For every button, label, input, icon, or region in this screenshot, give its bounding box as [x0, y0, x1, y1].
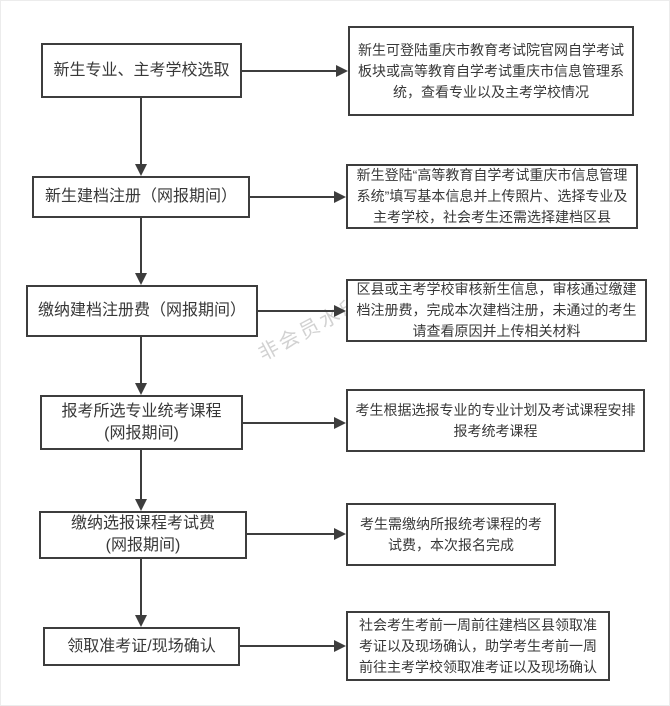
- connector-line-right-1: [242, 70, 337, 72]
- arrow-right-icon-6: [334, 640, 346, 652]
- desc-2-text: 新生登陆“高等教育自学考试重庆市信息管理系统”填写基本信息并上传照片、选择专业及…: [356, 167, 628, 225]
- desc-box-1: 新生可登陆重庆市教育考试院官网自学考试板块或高等教育自学考试重庆市信息管理系统，…: [348, 26, 634, 116]
- step-box-3: 缴纳建档注册费（网报期间）: [26, 285, 258, 337]
- connector-line-right-3: [258, 310, 335, 312]
- arrow-down-icon-1: [135, 164, 147, 176]
- arrow-down-icon-4: [135, 499, 147, 511]
- arrow-down-icon-2: [135, 273, 147, 285]
- desc-box-6: 社会考生考前一周前往建档区县领取准考证以及现场确认，助学考生考前一周前往主考学校…: [346, 611, 610, 681]
- desc-1-text: 新生可登陆重庆市教育考试院官网自学考试板块或高等教育自学考试重庆市信息管理系统，…: [358, 41, 624, 100]
- connector-line-down-5: [140, 559, 142, 615]
- step-4-label: 报考所选专业统考课程 (网报期间): [61, 402, 222, 442]
- desc-5-text: 考生需缴纳所报统考课程的考试费，本次报名完成: [360, 515, 542, 553]
- arrow-right-icon-4: [334, 417, 346, 429]
- connector-line-down-4: [140, 450, 142, 499]
- step-box-5: 缴纳选报课程考试费 (网报期间): [39, 511, 247, 559]
- arrow-right-icon-5: [334, 528, 346, 540]
- step-box-1: 新生专业、主考学校选取: [41, 43, 242, 98]
- connector-line-right-5: [247, 533, 335, 535]
- arrow-right-icon-1: [336, 65, 348, 77]
- connector-line-right-6: [240, 645, 335, 647]
- arrow-down-icon-5: [135, 615, 147, 627]
- desc-4-text: 考生根据选报专业的专业计划及考试课程安排报考统考课程: [355, 401, 636, 439]
- step-2-label: 新生建档注册（网报期间）: [44, 188, 237, 205]
- step-box-4: 报考所选专业统考课程 (网报期间): [40, 395, 243, 450]
- desc-box-2: 新生登陆“高等教育自学考试重庆市信息管理系统”填写基本信息并上传照片、选择专业及…: [346, 164, 638, 229]
- step-5-label: 缴纳选报课程考试费 (网报期间): [70, 515, 215, 554]
- desc-box-4: 考生根据选报专业的专业计划及考试课程安排报考统考课程: [346, 389, 645, 452]
- desc-6-text: 社会考生考前一周前往建档区县领取准考证以及现场确认，助学考生考前一周前往主考学校…: [359, 616, 597, 675]
- arrow-right-icon-3: [334, 305, 346, 317]
- connector-line-right-4: [243, 422, 335, 424]
- step-3-label: 缴纳建档注册费（网报期间）: [37, 302, 246, 319]
- step-6-label: 领取准考证/现场确认: [67, 637, 216, 655]
- step-box-6: 领取准考证/现场确认: [43, 627, 240, 666]
- step-1-label: 新生专业、主考学校选取: [53, 61, 230, 79]
- desc-box-3: 区县或主考学校审核新生信息，审核通过缴建档注册费，完成本次建档注册，未通过的考生…: [346, 279, 647, 342]
- arrow-right-icon-2: [334, 191, 346, 203]
- desc-box-5: 考生需缴纳所报统考课程的考试费，本次报名完成: [346, 503, 556, 566]
- arrow-down-icon-3: [135, 383, 147, 395]
- connector-line-right-2: [250, 196, 335, 198]
- connector-line-down-1: [140, 98, 142, 165]
- desc-3-text: 区县或主考学校审核新生信息，审核通过缴建档注册费，完成本次建档注册，未通过的考生…: [356, 281, 637, 339]
- connector-line-down-3: [140, 337, 142, 383]
- connector-line-down-2: [140, 218, 142, 273]
- step-box-2: 新生建档注册（网报期间）: [32, 176, 250, 218]
